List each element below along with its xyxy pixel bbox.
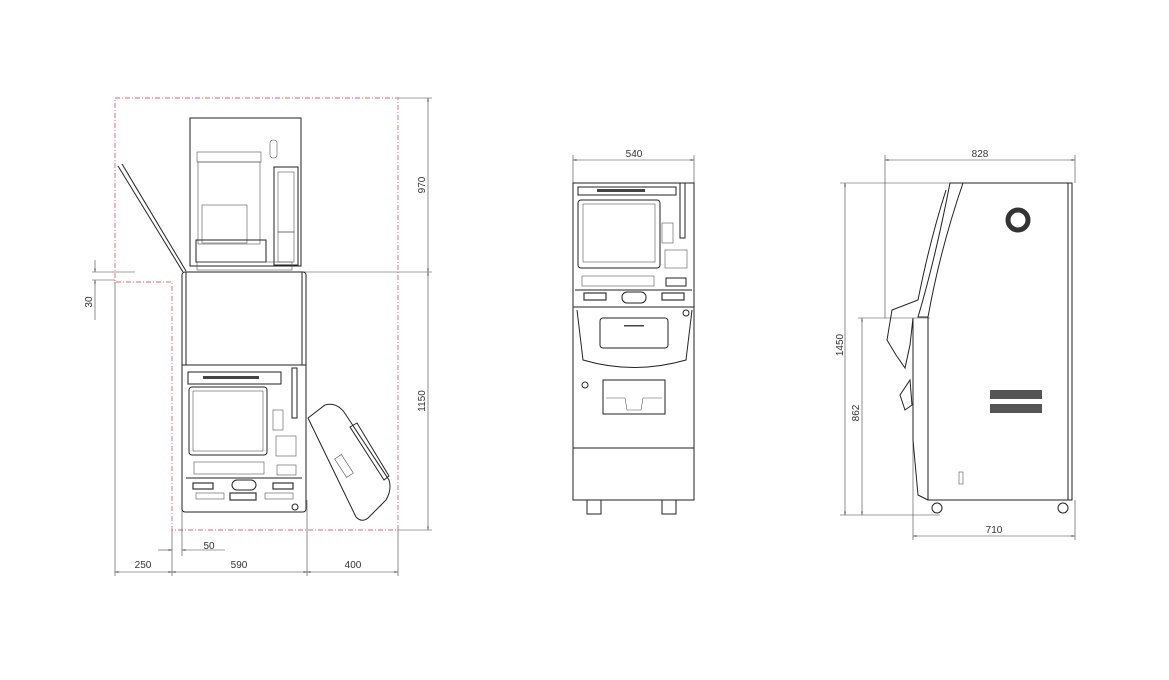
- dim-1150: 1150: [417, 390, 428, 412]
- dim-250: 250: [135, 560, 152, 571]
- cabinet-top-view: [181, 271, 307, 513]
- side-vent: [990, 390, 1042, 399]
- dim-30: 30: [84, 296, 95, 308]
- side-vent: [990, 404, 1042, 413]
- clearance-outline: [114, 97, 399, 531]
- dim-1450: 1450: [835, 333, 846, 356]
- dim-862: 862: [851, 404, 862, 421]
- open-lid: [117, 165, 184, 273]
- front-view: 540: [572, 149, 695, 515]
- dim-400: 400: [345, 560, 362, 571]
- side-view: 828 1450 862 710: [835, 149, 1076, 540]
- dim-50: 50: [203, 541, 215, 552]
- dim-710: 710: [986, 525, 1003, 536]
- top-view: 970 1150 30 250 590 400 50: [84, 97, 432, 576]
- dim-540: 540: [626, 149, 643, 160]
- rotated-display: [307, 403, 391, 521]
- safe-module: [189, 117, 302, 271]
- dim-590: 590: [231, 560, 248, 571]
- dim-828: 828: [972, 149, 989, 160]
- dim-970: 970: [417, 176, 428, 193]
